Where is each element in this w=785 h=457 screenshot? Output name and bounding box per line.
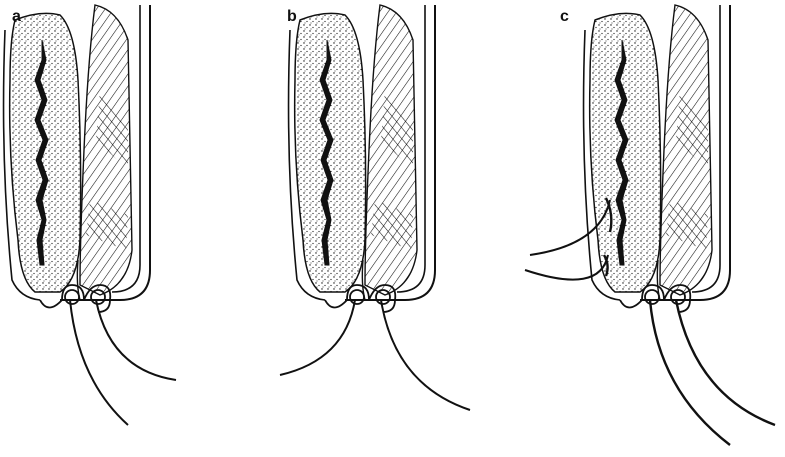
panel-c-organ xyxy=(524,4,776,446)
panel-label-a: a xyxy=(12,8,21,25)
panel-b-organ xyxy=(279,4,471,411)
panel-label-b: b xyxy=(287,8,297,25)
panel-a-organ xyxy=(2,4,177,426)
panel-label-c: c xyxy=(560,8,569,25)
